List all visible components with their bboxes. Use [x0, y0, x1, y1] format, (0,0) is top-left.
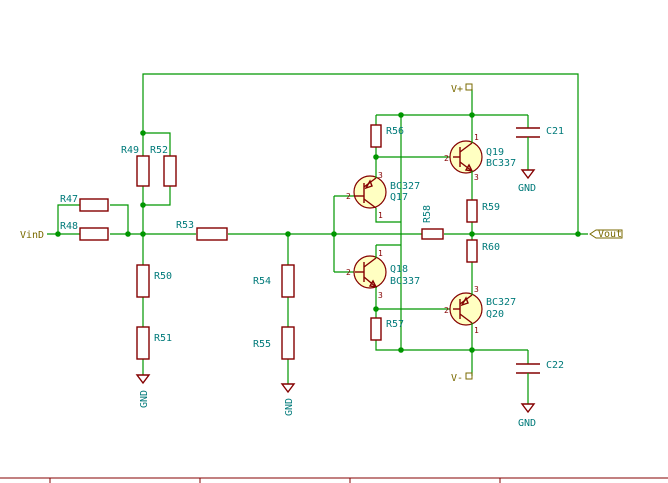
svg-text:R58: R58: [422, 205, 433, 223]
junctions: [55, 112, 581, 353]
resistor-r51: R51: [136, 326, 172, 360]
sheet-border: [0, 477, 668, 483]
net-label-vin: VinD: [20, 230, 44, 241]
svg-text:R53: R53: [176, 220, 194, 231]
svg-text:3: 3: [378, 171, 383, 180]
net-label-vout: Vout: [589, 229, 623, 240]
svg-text:2: 2: [346, 268, 351, 277]
svg-text:BC327: BC327: [486, 297, 516, 308]
svg-text:1: 1: [378, 211, 383, 220]
svg-text:R48: R48: [60, 221, 78, 232]
svg-text:GND: GND: [284, 398, 295, 416]
net-label-vplus: V+: [451, 83, 473, 95]
resistor-r59: R59: [466, 199, 500, 223]
gnd-symbol-r51: GND: [135, 374, 151, 408]
resistor-r50: R50: [136, 264, 172, 298]
svg-text:R47: R47: [60, 194, 78, 205]
resistor-r49: R49: [121, 145, 150, 187]
svg-text:V+: V+: [451, 84, 463, 95]
svg-text:Q17: Q17: [390, 192, 408, 203]
svg-text:BC337: BC337: [486, 158, 516, 169]
svg-text:C21: C21: [546, 126, 564, 137]
resistor-r56: R56: [370, 124, 404, 148]
svg-text:R51: R51: [154, 333, 172, 344]
svg-text:3: 3: [474, 285, 479, 294]
svg-text:3: 3: [474, 173, 479, 182]
svg-text:R59: R59: [482, 202, 500, 213]
svg-text:GND: GND: [139, 390, 150, 408]
gnd-symbol-c22: GND: [518, 403, 536, 429]
svg-text:1: 1: [378, 249, 383, 258]
svg-text:BC327: BC327: [390, 181, 420, 192]
svg-text:Q18: Q18: [390, 264, 408, 275]
transistor-q17: 3 1 2 BC327 Q17: [346, 170, 420, 220]
svg-text:C22: C22: [546, 360, 564, 371]
svg-text:R52: R52: [150, 145, 168, 156]
svg-text:Q19: Q19: [486, 147, 504, 158]
gnd-symbol-c21: GND: [518, 169, 536, 194]
svg-text:Q20: Q20: [486, 309, 504, 320]
svg-text:2: 2: [444, 154, 449, 163]
svg-text:GND: GND: [518, 418, 536, 429]
gnd-symbol-r55: GND: [280, 383, 296, 416]
resistor-r60: R60: [466, 239, 500, 263]
svg-text:R57: R57: [386, 319, 404, 330]
capacitor-c22: C22: [516, 360, 564, 378]
svg-text:VinD: VinD: [20, 230, 44, 241]
svg-text:R54: R54: [253, 276, 271, 287]
svg-text:R49: R49: [121, 145, 139, 156]
resistor-r48: R48: [60, 221, 109, 241]
svg-text:R60: R60: [482, 242, 500, 253]
resistor-r47: R47: [60, 194, 109, 212]
transistor-q19: 1 3 2 Q19 BC337: [444, 133, 516, 182]
svg-text:GND: GND: [518, 183, 536, 194]
wires: [47, 73, 588, 404]
transistor-q18: 1 3 2 Q18 BC337: [346, 249, 420, 300]
resistor-r52: R52: [150, 145, 177, 187]
resistor-r53: R53: [176, 220, 228, 241]
svg-text:2: 2: [444, 306, 449, 315]
svg-text:1: 1: [474, 326, 479, 335]
resistor-r55: R55: [253, 326, 295, 360]
svg-text:R55: R55: [253, 339, 271, 350]
transistor-q20: 3 1 2 BC327 Q20: [444, 285, 516, 335]
svg-text:BC337: BC337: [390, 276, 420, 287]
svg-text:R56: R56: [386, 126, 404, 137]
capacitor-c21: C21: [516, 126, 564, 142]
svg-text:R50: R50: [154, 271, 172, 282]
resistor-r54: R54: [253, 264, 295, 298]
svg-text:V-: V-: [451, 373, 463, 384]
svg-text:1: 1: [474, 133, 479, 142]
svg-text:2: 2: [346, 192, 351, 201]
resistor-r57: R57: [370, 317, 404, 341]
svg-text:3: 3: [378, 291, 383, 300]
svg-text:Vout: Vout: [598, 229, 622, 240]
net-label-vminus: V-: [451, 372, 473, 384]
resistor-r58: R58: [421, 205, 444, 240]
